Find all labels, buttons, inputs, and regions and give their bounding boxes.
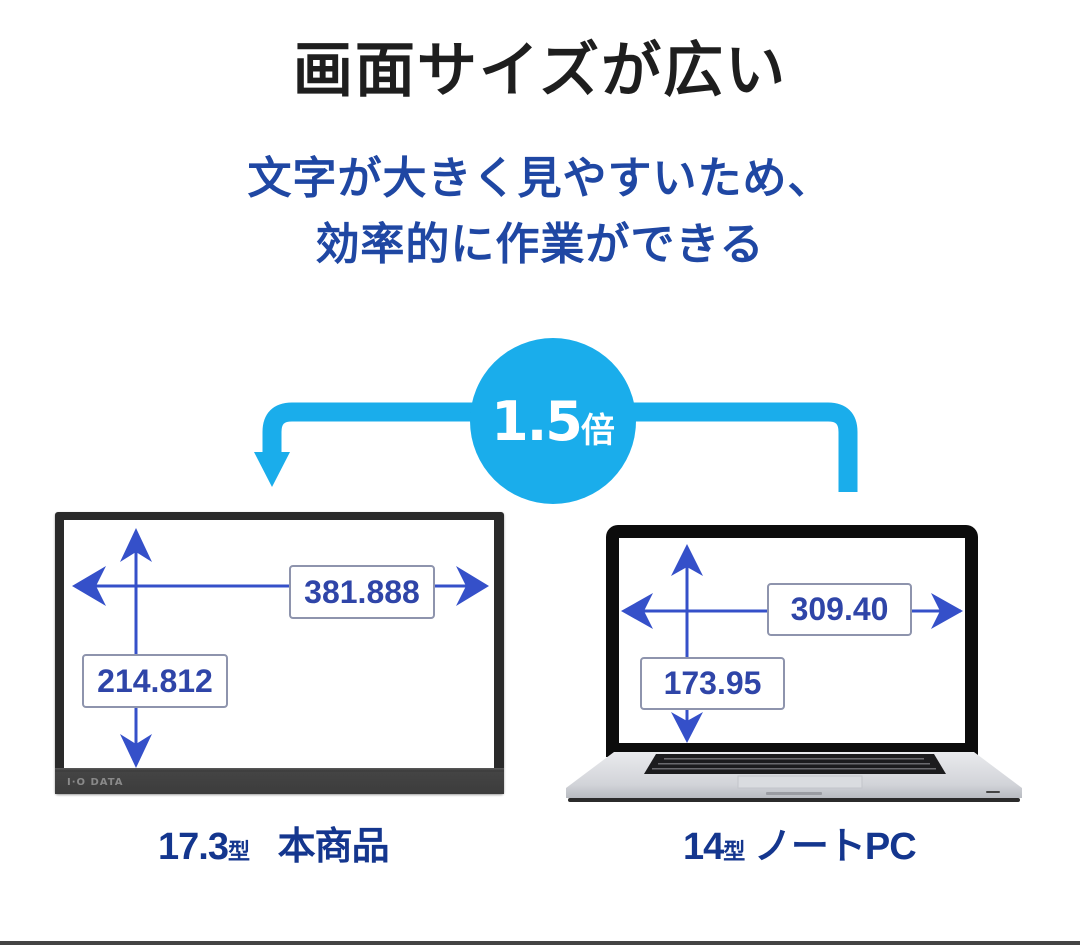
width-dimension-label: 381.888 — [289, 565, 435, 619]
laptop-name: ノートPC — [753, 826, 917, 868]
brand-logo: I·O DATA — [67, 777, 124, 788]
laptop-caption: 14型 ノートPC — [683, 815, 917, 870]
height-dimension-label: 173.95 — [640, 657, 785, 710]
laptop-keyboard-base-icon — [566, 752, 1022, 802]
laptop-screen: 309.40 173.95 — [619, 538, 965, 743]
laptop-size-unit: 型 — [723, 839, 745, 864]
ratio-value: 1.5 — [491, 389, 583, 453]
dimension-arrows-icon — [621, 544, 963, 743]
product-size-unit: 型 — [227, 839, 250, 864]
product-caption: 17.3型 本商品 — [158, 815, 390, 870]
product-size: 17.3 — [158, 826, 229, 868]
monitor-screen: 381.888 214.812 — [64, 520, 494, 768]
width-dimension-label: 309.40 — [767, 583, 912, 636]
bottom-divider — [0, 941, 1080, 945]
page-title: 画面サイズが広い — [292, 36, 788, 106]
product-name: 本商品 — [277, 826, 390, 868]
monitor-bezel-bottom: I·O DATA — [55, 768, 504, 794]
height-dimension-label: 214.812 — [82, 654, 228, 708]
ratio-unit: 倍 — [580, 410, 615, 451]
laptop: 309.40 173.95 — [606, 525, 978, 757]
ratio-badge: 1.5 倍 — [470, 338, 636, 504]
dimension-arrows-icon — [72, 528, 489, 768]
laptop-size: 14 — [683, 826, 724, 868]
subtitle-line-1: 文字が大きく見やすいため、 — [247, 153, 833, 204]
product-monitor: 381.888 214.812 I·O DATA — [55, 512, 504, 794]
subtitle-line-2: 効率的に作業ができる — [315, 219, 765, 270]
